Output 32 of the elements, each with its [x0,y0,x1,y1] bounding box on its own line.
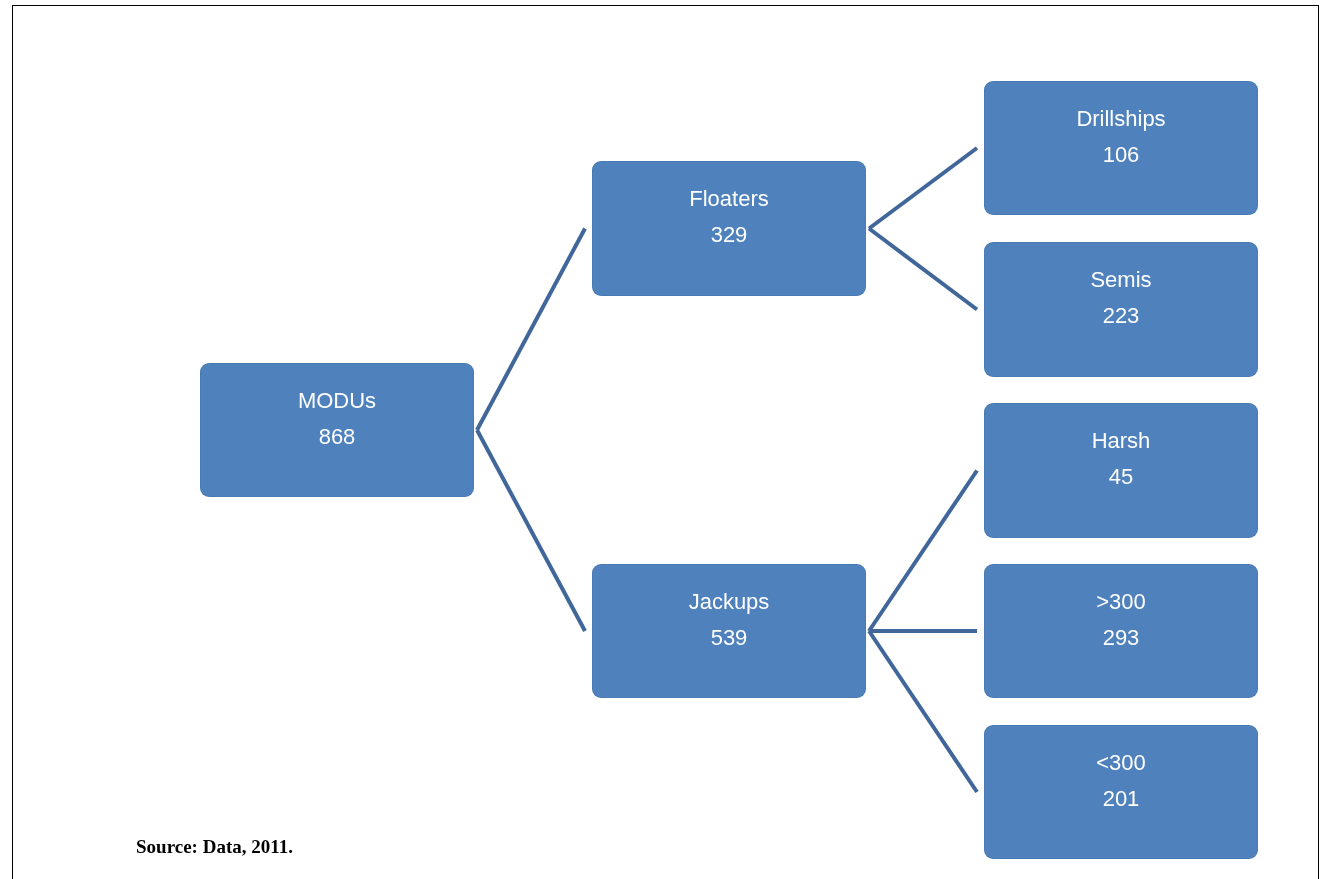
category-name: <300 [1096,752,1146,774]
category-box [201,364,473,496]
count-value: 539 [710,627,748,649]
category-box [985,404,1257,537]
count-value: 106 [1102,144,1140,166]
category-name: Jackups [688,591,770,613]
category-box [985,726,1257,858]
category-box [985,565,1257,697]
category-name: MODUs [297,390,377,412]
count-value: 223 [1102,305,1140,327]
connector-line [869,629,977,633]
connector-line [867,469,979,633]
count-value: 329 [710,224,748,246]
category-box [593,565,865,697]
count-value: 868 [318,426,356,448]
category-name: Drillships [1076,108,1166,130]
category-box [985,82,1257,214]
category-box [593,162,865,295]
count-value: 201 [1102,788,1140,810]
connector-line [867,146,979,231]
category-name: Floaters [689,188,769,210]
connector-line [475,429,587,632]
count-value: 293 [1102,627,1140,649]
count-value: 45 [1108,466,1134,488]
connector-line [475,227,587,431]
category-name: Semis [1090,269,1152,291]
connector-line [867,226,979,312]
category-name: >300 [1096,591,1146,613]
source-note: Source: Data, 2011. [136,835,293,859]
category-name: Harsh [1091,430,1151,452]
category-box [985,243,1257,376]
connector-line [867,629,979,794]
